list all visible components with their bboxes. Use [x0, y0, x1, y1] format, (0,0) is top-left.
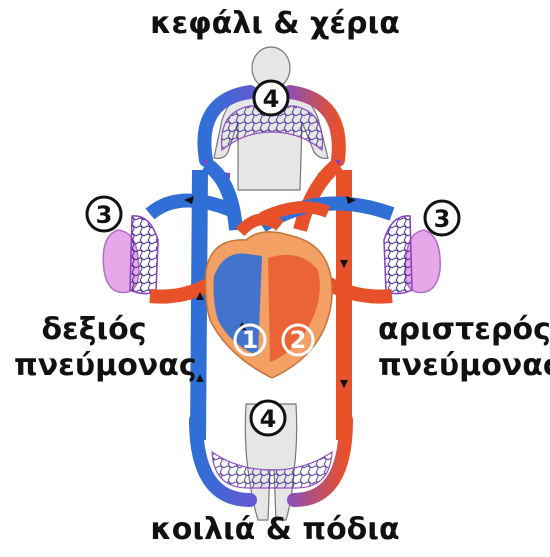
- marker-right-heart-label: 1: [242, 326, 259, 354]
- marker-body: 4: [249, 399, 287, 437]
- marker-left-heart: 2: [281, 323, 315, 357]
- heart: [204, 201, 333, 379]
- label-left-lung: αριστερός πνεύμονας: [378, 312, 550, 384]
- marker-right-lung-label: 3: [96, 201, 113, 229]
- marker-head-label: 4: [263, 85, 280, 113]
- marker-right-lung: 3: [85, 195, 123, 233]
- label-left-lung-line2: πνεύμονας: [378, 348, 550, 383]
- marker-head: 4: [252, 79, 290, 117]
- marker-left-lung-label: 3: [434, 205, 451, 233]
- label-right-lung-line1: δεξιός: [41, 312, 147, 347]
- systemic-vessels: [190, 158, 352, 441]
- label-left-lung-line1: αριστερός: [378, 312, 550, 347]
- marker-left-lung: 3: [423, 199, 461, 237]
- label-head-arms: κεφάλι & χέρια: [150, 6, 400, 41]
- marker-left-heart-label: 2: [290, 326, 307, 354]
- marker-right-heart: 1: [233, 323, 267, 357]
- label-right-lung-line2: πνεύμονας: [14, 348, 197, 383]
- marker-body-label: 4: [260, 405, 277, 433]
- label-right-lung: δεξιός πνεύμονας: [14, 312, 197, 384]
- label-abdomen-legs: κοιλιά & πόδια: [150, 512, 400, 547]
